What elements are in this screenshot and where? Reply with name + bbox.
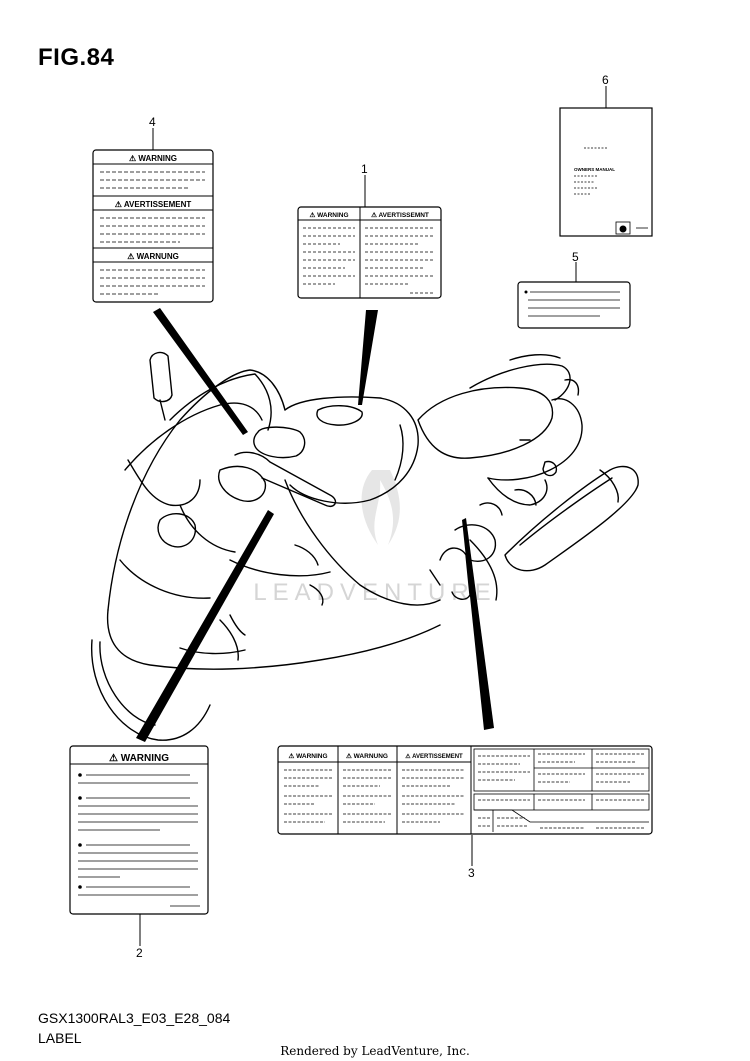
callout-2: 2 xyxy=(136,946,143,960)
svg-text:⚠ WARNING: ⚠ WARNING xyxy=(129,154,177,163)
leader-label-2 xyxy=(136,510,274,742)
motorcycle-illustration xyxy=(91,351,639,741)
label-4-warning-multilingual: ⚠ WARNING ⚠ AVERTISSEMENT ⚠ WARNUNG xyxy=(92,149,214,303)
section-name: LABEL xyxy=(38,1030,82,1046)
watermark-text: LEADVENTURE xyxy=(253,579,496,606)
svg-text:⚠ AVERTISSEMENT: ⚠ AVERTISSEMENT xyxy=(405,753,463,760)
label-2-warning: ⚠ WARNING xyxy=(69,745,209,915)
callout-1: 1 xyxy=(361,162,368,176)
callout-5: 5 xyxy=(572,250,579,264)
svg-text:⚠ WARNING: ⚠ WARNING xyxy=(109,753,169,764)
label-3-combined-warning-info: ⚠ WARNING ⚠ WARNUNG ⚠ AVERTISSEMENT xyxy=(277,745,653,835)
leader-label-3 xyxy=(462,518,494,730)
svg-text:OWNERS MANUAL: OWNERS MANUAL xyxy=(574,167,615,172)
model-code: GSX1300RAL3_E03_E28_084 xyxy=(38,1010,231,1026)
svg-text:⚠ WARNING: ⚠ WARNING xyxy=(309,211,348,219)
label-5-info-plate xyxy=(517,281,631,329)
label-1-warning-bilingual: ⚠ WARNING ⚠ AVERTISSEMNT xyxy=(297,206,442,299)
figure-title: FIG.84 xyxy=(38,44,115,71)
render-credit: Rendered by LeadVenture, Inc. xyxy=(280,1044,470,1058)
svg-text:⚠ AVERTISSEMNT: ⚠ AVERTISSEMNT xyxy=(371,211,429,219)
callout-ticks xyxy=(139,86,607,946)
callout-4: 4 xyxy=(149,115,156,129)
svg-text:⚠ AVERTISSEMENT: ⚠ AVERTISSEMENT xyxy=(115,200,192,209)
label-6-owners-manual: OWNERS MANUAL xyxy=(559,107,653,237)
callout-3: 3 xyxy=(468,866,475,880)
leader-label-4 xyxy=(153,308,248,435)
svg-text:⚠ WARNUNG: ⚠ WARNUNG xyxy=(127,252,179,261)
leader-label-1 xyxy=(358,310,378,405)
svg-text:⚠ WARNUNG: ⚠ WARNUNG xyxy=(346,752,388,760)
leader-lines xyxy=(136,308,494,742)
callout-6: 6 xyxy=(602,73,609,87)
svg-text:⚠ WARNING: ⚠ WARNING xyxy=(288,752,327,760)
